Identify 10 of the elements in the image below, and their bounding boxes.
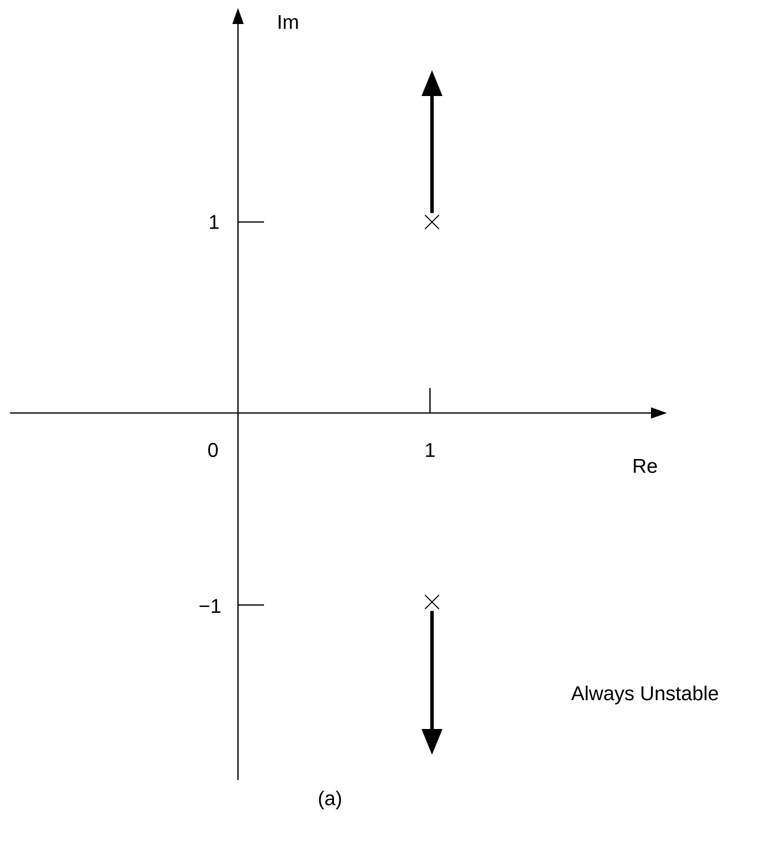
axis-label: Im (278, 15, 298, 29)
axis-label: 1 (210, 215, 219, 229)
axis-label: 0 (208, 442, 218, 458)
axis-label: Always Unstable (571, 686, 718, 704)
axis-label: Re (634, 459, 657, 473)
pole-mark (424, 214, 440, 230)
caption: (a) (319, 790, 341, 810)
pole-mark (424, 594, 440, 610)
axis-label: −1 (200, 599, 220, 613)
axis-label: 1 (426, 443, 435, 457)
